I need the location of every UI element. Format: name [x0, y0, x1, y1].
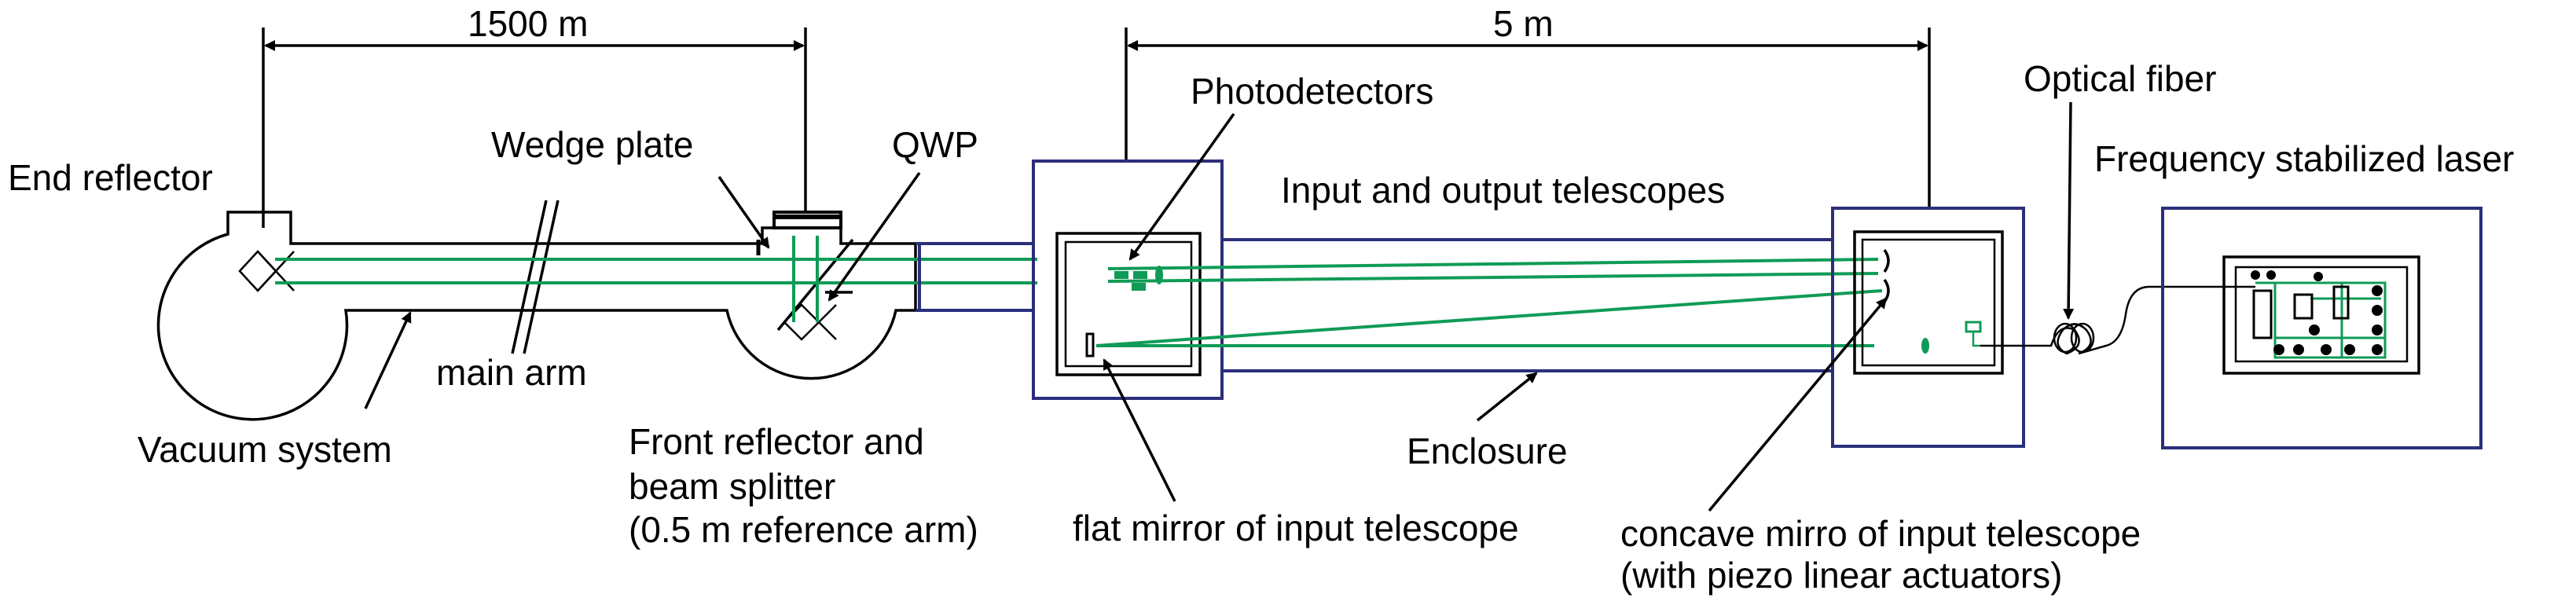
- label-wedge-plate: Wedge plate: [491, 124, 693, 165]
- vacuum-system: [156, 200, 917, 421]
- label-frequency-laser: Frequency stabilized laser: [2094, 138, 2514, 179]
- label-vacuum-system: Vacuum system: [138, 429, 392, 470]
- label-1500m: 1500 m: [468, 3, 588, 44]
- label-end-reflector: End reflector: [8, 157, 213, 198]
- label-main-arm: main arm: [436, 352, 587, 393]
- label-5m: 5 m: [1493, 3, 1554, 44]
- right-enclosure: [1831, 207, 2025, 448]
- enclosure-tube: [1222, 238, 1833, 372]
- label-front-reflector-line2: beam splitter: [629, 466, 835, 507]
- laser-enclosure: [2161, 207, 2482, 449]
- beam-path-vacuum: [275, 236, 1037, 322]
- beam-path-telescope: [1095, 258, 1929, 354]
- label-front-reflector-line1: Front reflector and: [629, 421, 924, 462]
- label-concave-mirror-line1: concave mirro of input telescope: [1620, 513, 2141, 554]
- label-qwp: QWP: [892, 124, 978, 165]
- label-enclosure: Enclosure: [1407, 431, 1568, 471]
- pointer-lines: [364, 101, 2075, 512]
- label-photodetectors: Photodetectors: [1191, 71, 1433, 112]
- label-io-telescopes: Input and output telescopes: [1281, 170, 1725, 211]
- dimension-5m: [1125, 28, 1931, 208]
- label-optical-fiber: Optical fiber: [2024, 58, 2216, 99]
- dimension-1500m: [262, 28, 807, 228]
- label-concave-mirror-line2: (with piezo linear actuators): [1620, 555, 2062, 596]
- label-front-reflector-line3: (0.5 m reference arm): [629, 509, 978, 550]
- label-flat-mirror: flat mirror of input telescope: [1073, 508, 1519, 548]
- optical-fiber: [1980, 285, 2255, 355]
- connecting-tube: [916, 242, 1033, 312]
